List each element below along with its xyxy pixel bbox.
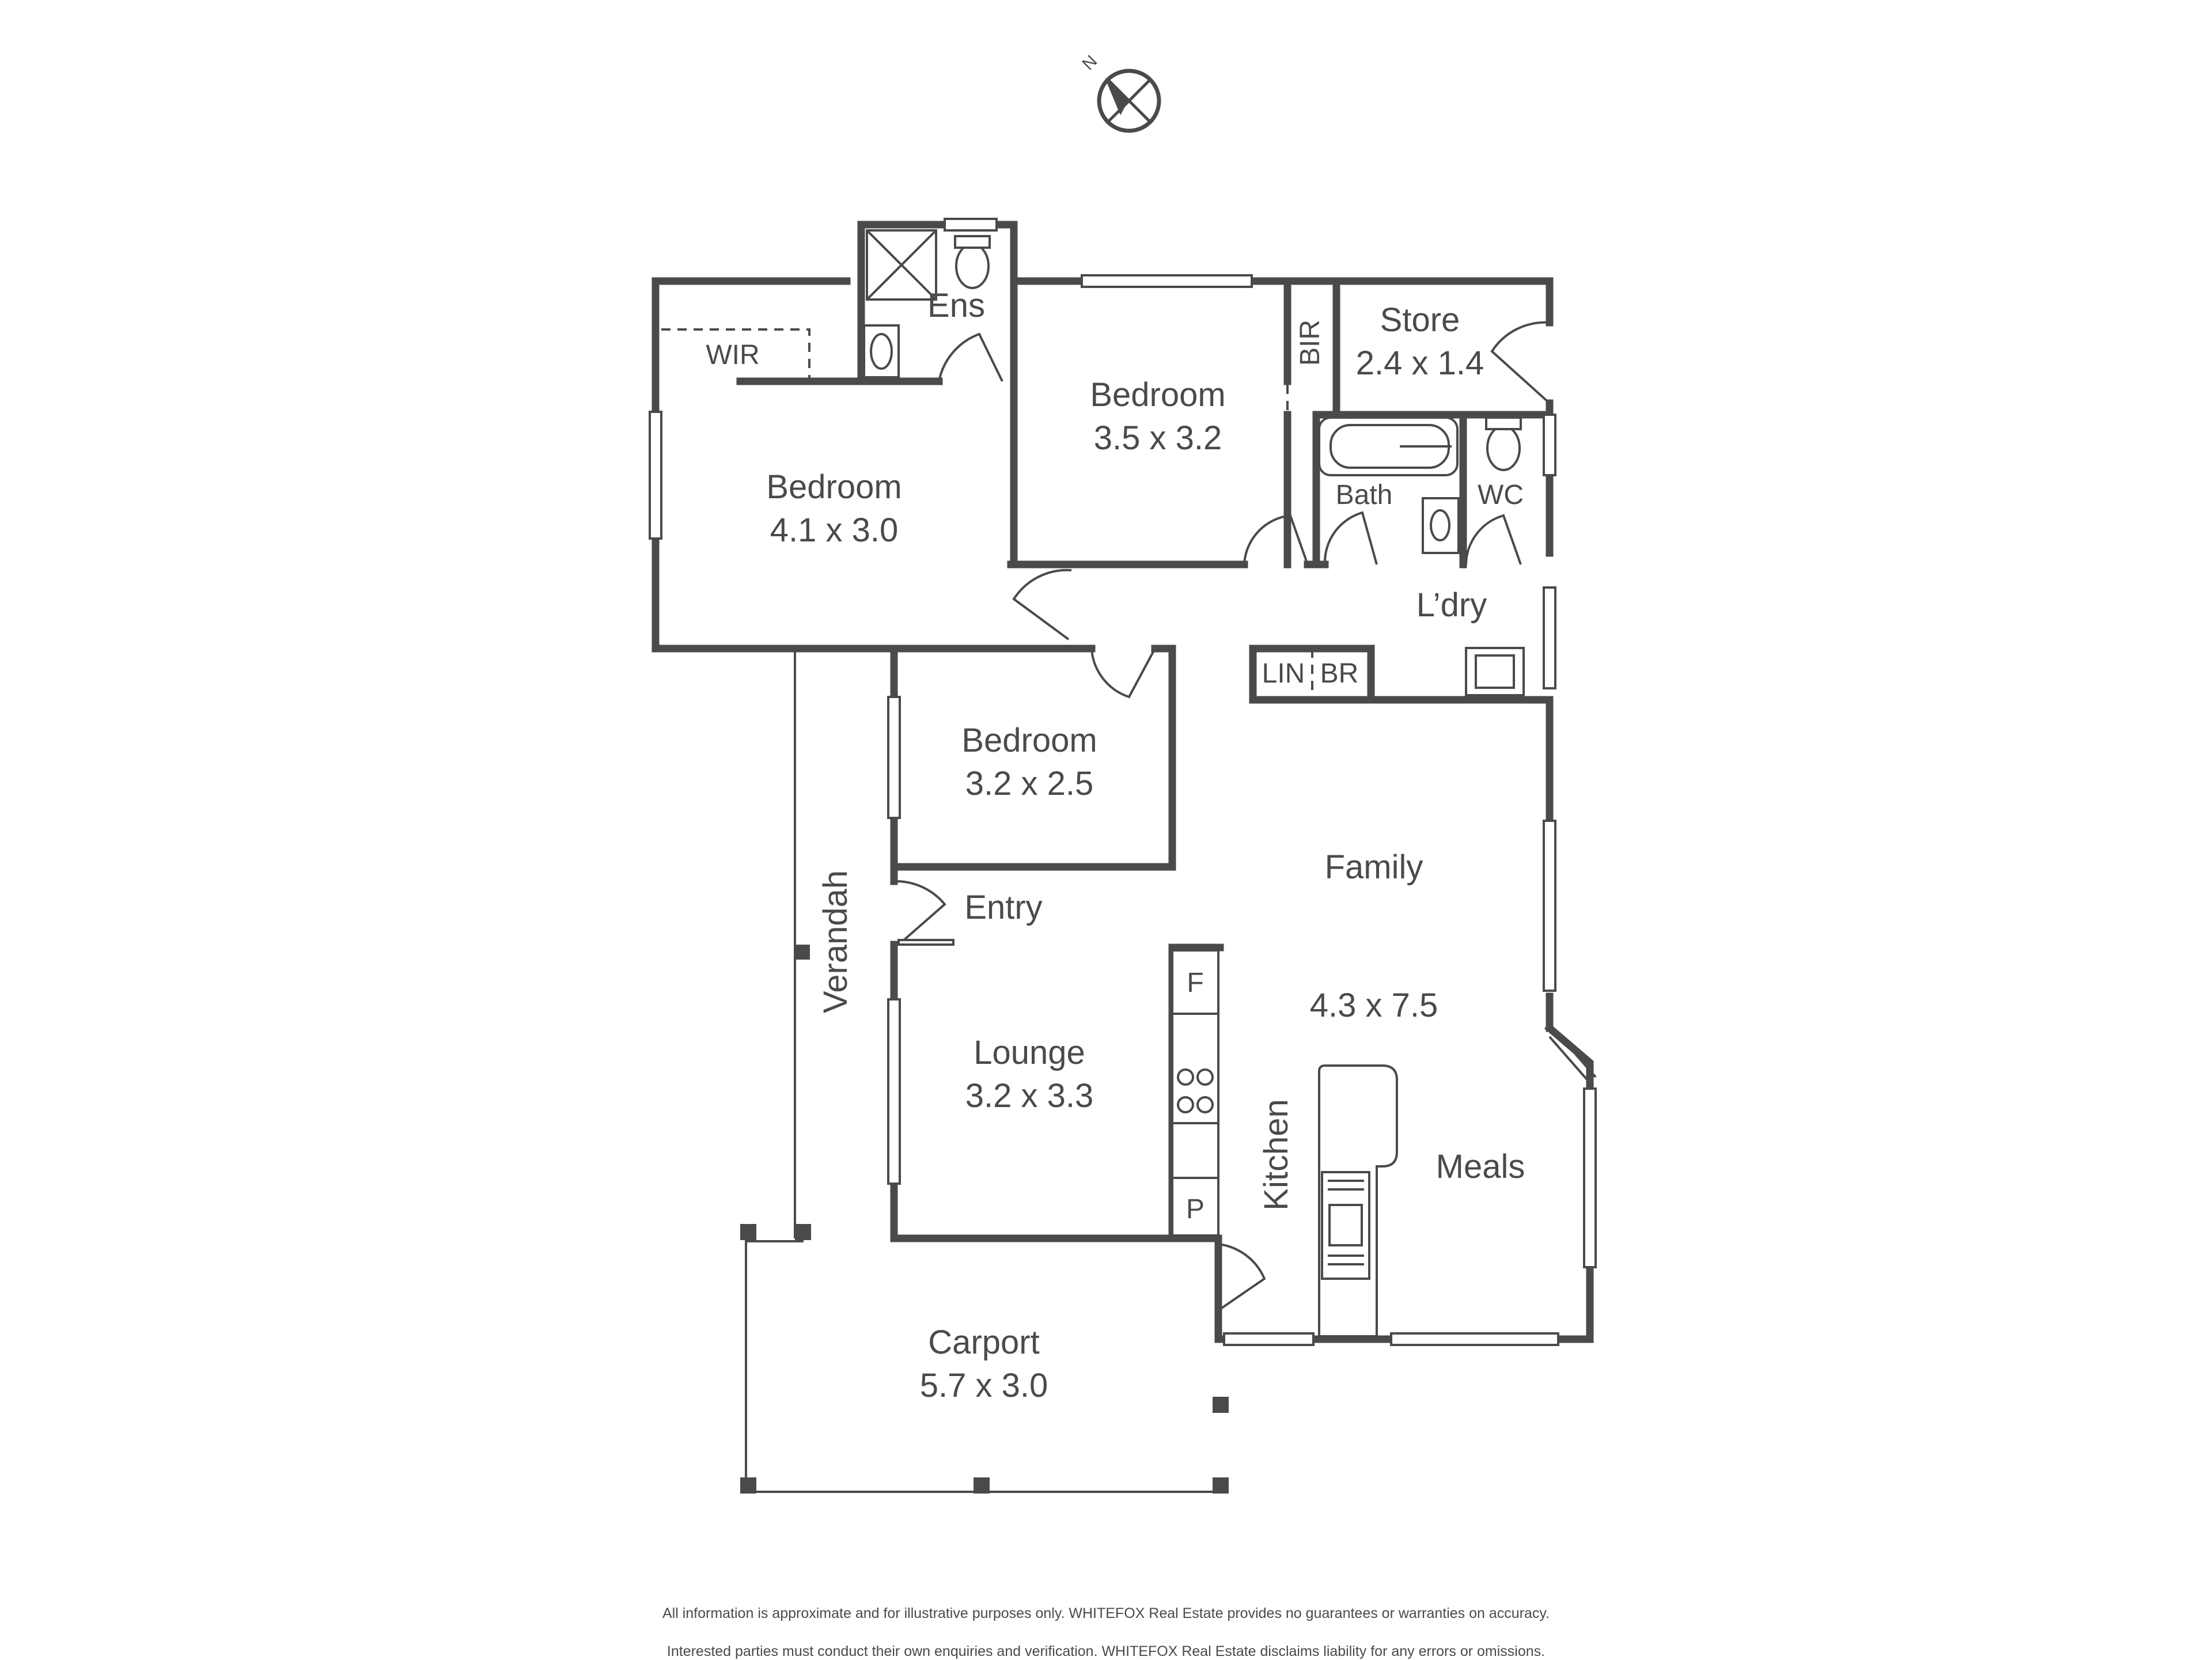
- fixtures: [863, 229, 1525, 1337]
- pantry-label: P: [1186, 1194, 1205, 1225]
- windows: [649, 218, 1597, 1346]
- family-dims: 4.3 x 7.5: [1310, 987, 1438, 1024]
- north-compass-icon: N: [1079, 52, 1161, 133]
- store-name: Store: [1380, 301, 1460, 339]
- bedroom1-name: Bedroom: [766, 468, 902, 506]
- bedroom1-dims: 4.1 x 3.0: [770, 511, 898, 549]
- fridge-label: F: [1187, 968, 1203, 998]
- disclaimer-line-2: Interested parties must conduct their ow…: [666, 1643, 1546, 1659]
- walls: [652, 221, 1594, 1343]
- verandah-carport: [740, 649, 1229, 1494]
- lounge-dims: 3.2 x 3.3: [965, 1077, 1093, 1115]
- bedroom2-dims: 3.5 x 3.2: [1094, 419, 1222, 457]
- br-label: BR: [1320, 658, 1359, 689]
- family-name: Family: [1325, 848, 1423, 886]
- bedroom3-name: Bedroom: [961, 722, 1097, 759]
- lin-label: LIN: [1262, 658, 1305, 689]
- verandah-label: Verandah: [817, 870, 854, 1013]
- disclaimer-line-1: All information is approximate and for i…: [662, 1605, 1550, 1621]
- store-dims: 2.4 x 1.4: [1356, 344, 1484, 382]
- carport-name: Carport: [928, 1324, 1039, 1361]
- wc-label: WC: [1478, 480, 1524, 510]
- doors: [893, 321, 1551, 1312]
- bath-label: Bath: [1336, 480, 1393, 510]
- lounge-name: Lounge: [974, 1034, 1085, 1071]
- bedroom3-dims: 3.2 x 2.5: [965, 765, 1093, 802]
- ldry-label: L’dry: [1416, 586, 1487, 624]
- bedroom2-name: Bedroom: [1090, 376, 1225, 414]
- entry-label: Entry: [964, 889, 1042, 926]
- bir-label: BIR: [1295, 320, 1325, 366]
- compass-north-label: N: [1079, 52, 1101, 74]
- wir-label: WIR: [706, 340, 759, 370]
- meals-label: Meals: [1436, 1148, 1525, 1185]
- ens-label: Ens: [927, 287, 985, 324]
- carport-dims: 5.7 x 3.0: [920, 1367, 1048, 1404]
- kitchen-label: Kitchen: [1257, 1099, 1295, 1210]
